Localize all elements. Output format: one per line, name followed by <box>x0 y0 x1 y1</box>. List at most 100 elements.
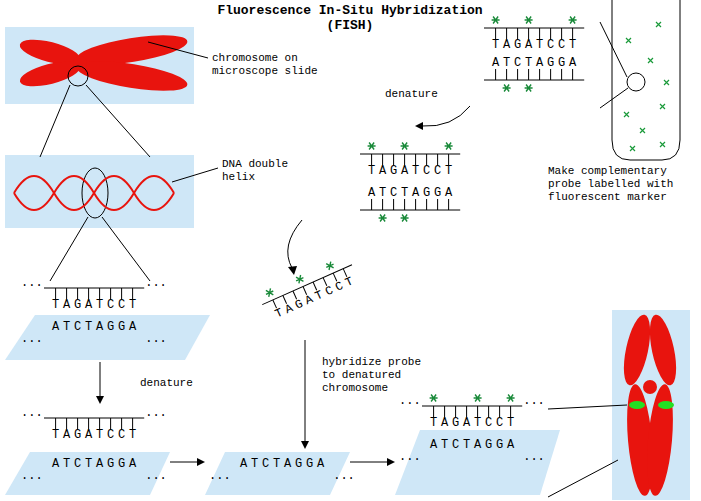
test-tube <box>612 0 680 160</box>
zoom-lines <box>148 42 208 58</box>
zoom-lines <box>40 85 70 157</box>
strand-backbone <box>360 210 460 211</box>
base-bond <box>477 406 478 417</box>
fluorescent-marker <box>525 85 533 92</box>
base-bond <box>528 69 529 80</box>
base-bond <box>415 199 416 210</box>
base-bond <box>437 199 438 210</box>
fluorescent-signal <box>658 401 674 409</box>
base-bond <box>488 406 489 417</box>
base-bond <box>499 406 500 417</box>
dna-helix <box>14 176 174 210</box>
process-arrow <box>100 106 470 443</box>
chromosome <box>18 57 83 91</box>
base-bond <box>444 406 445 417</box>
continuation-dots: ... <box>399 394 421 408</box>
continuation-dots: ... <box>145 276 167 290</box>
arrow-head <box>301 441 309 449</box>
base-bond <box>572 28 573 39</box>
strand-backbone <box>360 154 460 155</box>
continuation-dots: ... <box>145 406 167 420</box>
base-bond <box>110 288 111 299</box>
single-probe: TAGATCCT <box>258 255 372 331</box>
fluorescent-marker <box>492 17 500 24</box>
process-arrow <box>288 220 302 268</box>
slide-panel <box>5 27 194 104</box>
chromosome <box>619 312 655 387</box>
base-bond <box>506 28 507 39</box>
fluorescent-marker <box>368 143 376 150</box>
arrow-head <box>96 396 104 404</box>
base-bond <box>55 418 56 429</box>
step-label: denature <box>140 377 193 390</box>
probe-sequence: ATCTAGGA <box>492 56 580 70</box>
fluorescent-marker <box>569 17 577 24</box>
connector-line <box>350 462 388 463</box>
test-tube <box>600 88 628 108</box>
base-bond <box>88 288 89 299</box>
base-sequence: TAGATCCT <box>52 428 140 442</box>
process-arrow <box>305 340 306 443</box>
connector-line <box>170 462 198 463</box>
fluorescent-marker <box>325 261 335 271</box>
base-sequence: TAGATCCT <box>52 298 140 312</box>
base-bond <box>404 154 405 165</box>
base-bond <box>448 154 449 165</box>
base-bond <box>393 154 394 165</box>
base-bond <box>66 418 67 429</box>
continuation-dots: ... <box>145 332 167 346</box>
base-bond <box>561 28 562 39</box>
strand-backbone <box>484 28 584 29</box>
base-bond <box>506 69 507 80</box>
fluorescent-marker <box>474 395 482 402</box>
slide-shape <box>5 452 170 495</box>
base-bond <box>517 28 518 39</box>
base-bond <box>466 406 467 417</box>
step-label: denature <box>385 88 438 101</box>
leader-line <box>548 405 627 409</box>
strand-backbone <box>44 288 144 289</box>
zoom-lines <box>86 85 150 157</box>
base-bond <box>404 199 405 210</box>
continuation-dots: ... <box>21 406 43 420</box>
arrow-head <box>387 458 395 466</box>
arrow-head <box>197 458 205 466</box>
test-tube <box>600 22 627 77</box>
callout-label: DNA double helix <box>222 158 300 184</box>
leader-line <box>548 460 618 497</box>
base-bond <box>539 69 540 80</box>
probe-sequence: ATCTAGGA <box>368 186 456 200</box>
probe-sequence: TAGATCCT <box>430 416 518 430</box>
base-bond <box>455 406 456 417</box>
fluorescent-signal <box>629 401 645 409</box>
test-tube <box>627 73 645 91</box>
zoom-lines <box>172 168 218 182</box>
zoom-lines <box>102 217 150 281</box>
base-bond <box>66 288 67 299</box>
continuation-dots: ... <box>145 469 167 483</box>
base-bond <box>495 28 496 39</box>
fluorescent-marker <box>624 22 669 151</box>
slide-panel <box>5 155 194 228</box>
strand-backbone <box>484 80 584 81</box>
fluorescent-marker <box>265 288 275 298</box>
fluorescent-marker <box>507 395 515 402</box>
base-bond <box>437 154 438 165</box>
base-bond <box>426 199 427 210</box>
fluorescent-marker <box>401 143 409 150</box>
dna-helix <box>14 176 174 210</box>
chromosome <box>643 383 677 497</box>
continuation-dots: ... <box>523 394 545 408</box>
zoom-lines <box>68 66 88 86</box>
strand-backbone <box>44 418 144 419</box>
base-sequence: ATCTAGGA <box>52 320 140 334</box>
base-bond <box>528 28 529 39</box>
connector-arrow <box>170 458 205 466</box>
arrow-head <box>415 122 423 130</box>
base-bond <box>433 406 434 417</box>
base-bond <box>99 288 100 299</box>
dna-helix <box>14 176 174 210</box>
slide-shape <box>5 315 210 360</box>
base-sequence: ATCTAGGA <box>52 457 140 471</box>
continuation-dots: ... <box>209 469 231 483</box>
